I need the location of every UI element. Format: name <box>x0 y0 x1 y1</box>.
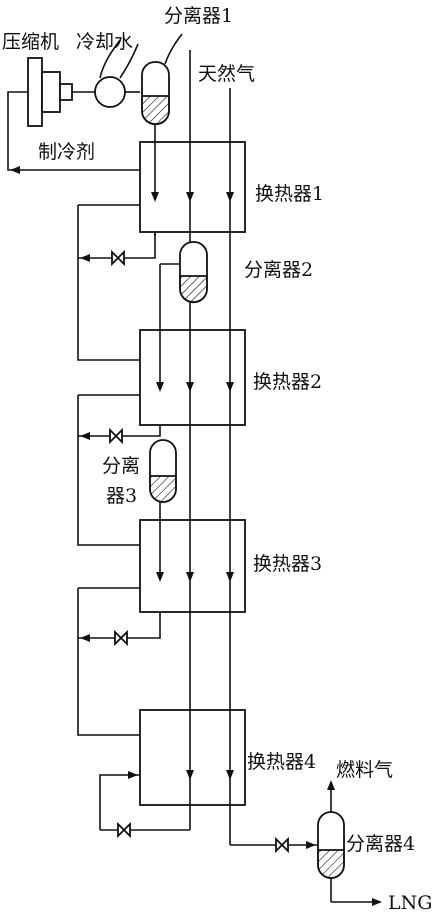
valve-return-3 <box>77 587 161 736</box>
separator4-vessel <box>275 780 382 906</box>
separator3-vessel <box>149 439 177 582</box>
cooler-symbol <box>94 39 140 108</box>
natural-gas-label: 天然气 <box>198 63 255 85</box>
separator1-label: 分离器1 <box>164 5 233 27</box>
separator3-label-line1: 分离 <box>102 455 140 477</box>
hx3-label: 换热器3 <box>253 553 322 575</box>
valve-return-2 <box>77 394 161 546</box>
valve-return-4 <box>99 771 140 839</box>
heat-exchanger-1 <box>139 141 246 233</box>
separator2-vessel <box>154 232 208 392</box>
compressor-label: 压缩机 <box>2 31 59 53</box>
heat-exchanger-2 <box>139 329 246 426</box>
compressor-symbol <box>27 57 95 127</box>
heat-exchanger-3 <box>139 519 246 613</box>
refrigerant-label: 制冷剂 <box>38 141 95 163</box>
hx2-label: 换热器2 <box>253 371 322 393</box>
lng-label: LNG <box>388 892 432 913</box>
separator4-label: 分离器4 <box>346 833 415 855</box>
refrigerant-loop-lines <box>7 91 140 174</box>
separator2-label: 分离器2 <box>244 259 313 281</box>
process-stream-lines <box>100 50 318 849</box>
hx1-label: 换热器1 <box>255 183 324 205</box>
valve-return-1 <box>77 204 156 361</box>
fuel-gas-label: 燃料气 <box>336 759 393 781</box>
separator1-vessel <box>141 33 183 126</box>
hx4-label: 换热器4 <box>247 751 316 773</box>
separator3-label-line2: 器3 <box>106 485 137 507</box>
heat-exchanger-4 <box>139 709 246 806</box>
cooling-water-label: 冷却水 <box>76 31 133 53</box>
